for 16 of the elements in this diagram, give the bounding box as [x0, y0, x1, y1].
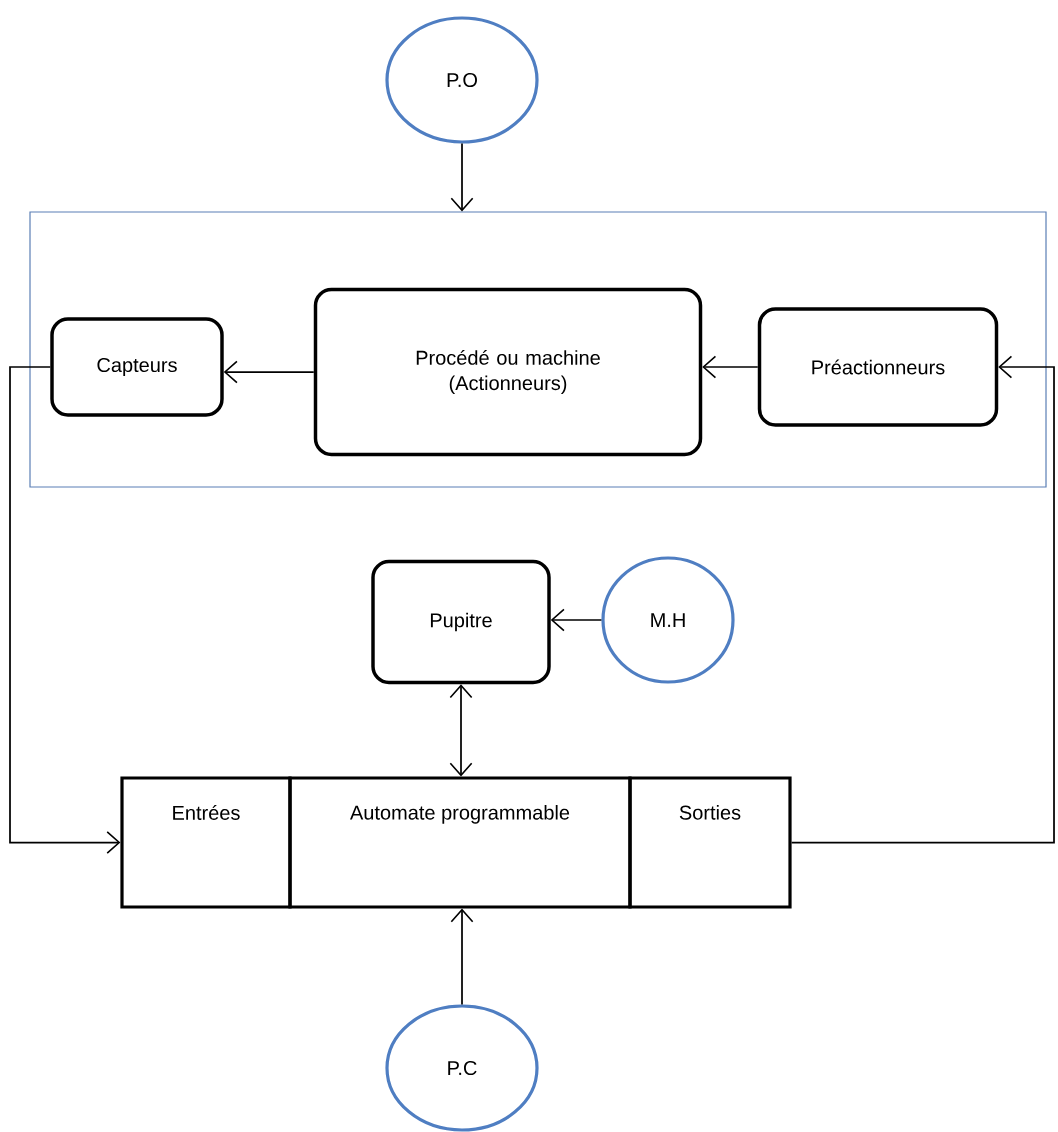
arrow [9, 366, 121, 854]
arrow [702, 355, 759, 379]
block-cell: Automate programmable [288, 776, 632, 909]
double-arrow [449, 684, 473, 777]
process-box: Préactionneurs [757, 307, 999, 427]
arrow [790, 355, 1055, 844]
group-frame [29, 211, 1047, 488]
process-box: Capteurs [50, 317, 224, 417]
block-cell: Sorties [628, 776, 792, 909]
process-box: Pupitre [371, 559, 551, 685]
arrow [550, 608, 603, 632]
process-box: Procédé ou machine (Actionneurs) [313, 287, 703, 457]
block-cell: Entrées [120, 776, 292, 909]
arrow [450, 142, 474, 212]
arrow [450, 908, 474, 1006]
arrow [223, 360, 315, 384]
